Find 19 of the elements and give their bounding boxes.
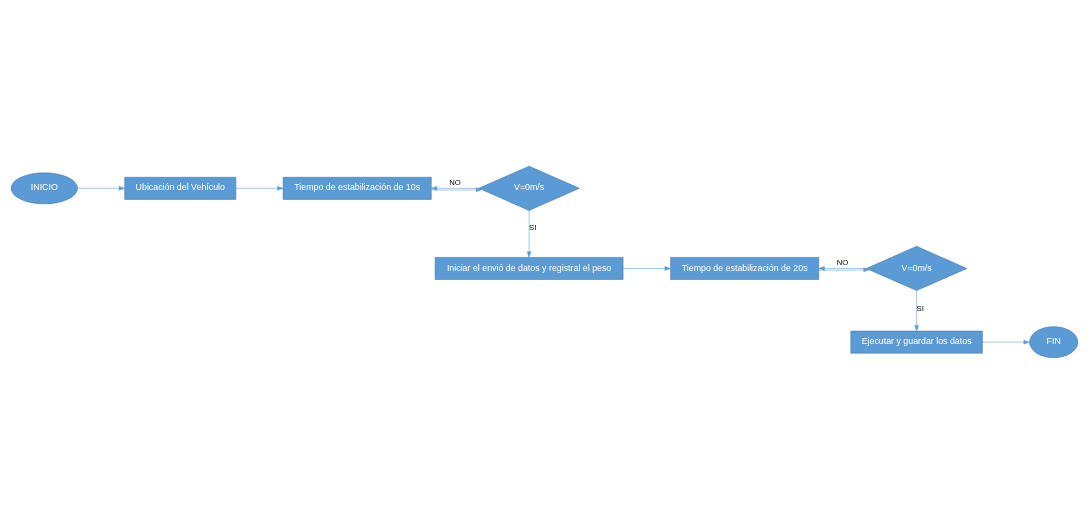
node-box: Iniciar el envió de datos y registral el peso bbox=[434, 257, 624, 280]
arrow bbox=[622, 266, 671, 271]
arrow bbox=[526, 210, 532, 258]
arrow bbox=[818, 266, 867, 271]
node-box: Ubicación del Vehículo bbox=[124, 177, 237, 200]
node-diamond: V=0m/s bbox=[866, 246, 968, 291]
arrow bbox=[77, 186, 125, 191]
node-box: Tiempo de estabilización de 20s bbox=[670, 257, 820, 280]
arrow bbox=[431, 187, 483, 192]
arrow bbox=[235, 186, 284, 191]
arrow bbox=[431, 186, 479, 191]
node-ellipse: FIN bbox=[1029, 326, 1079, 358]
node-ellipse: INICIO bbox=[10, 172, 78, 205]
arrow bbox=[818, 267, 870, 273]
node-box: Ejecutar y guardar los datos bbox=[850, 330, 983, 354]
arrow bbox=[914, 290, 919, 332]
node-diamond: V=0m/s bbox=[478, 165, 580, 211]
arrow bbox=[982, 339, 1030, 345]
node-box: Tiempo de estabilización de 10s bbox=[282, 177, 432, 200]
